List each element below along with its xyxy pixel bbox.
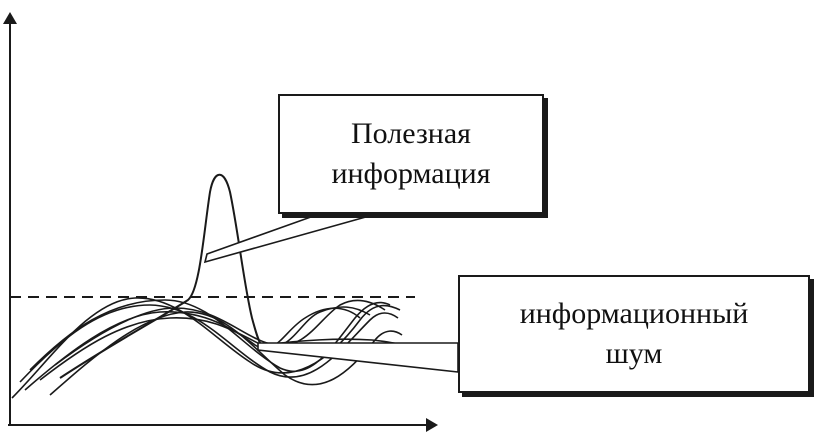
useful-info-label-line1: Полезная: [351, 117, 471, 150]
noise-callout: информационный шум: [458, 275, 810, 393]
noise-label-line2: шум: [605, 337, 663, 370]
noise-curve: [29, 299, 391, 373]
noise-curve: [11, 297, 401, 399]
signal-peak: [59, 173, 263, 379]
noise-curve: [19, 304, 399, 383]
noise-label-line1: информационный: [519, 297, 749, 330]
useful-info-label-line2: информация: [331, 157, 491, 190]
noise-pointer: [257, 342, 459, 373]
noise-curve: [49, 311, 403, 396]
useful-info-callout: Полезная информация: [278, 94, 544, 214]
useful-pointer: [203, 212, 381, 264]
noise-curve: [39, 306, 371, 381]
noise-curve: [24, 307, 361, 391]
